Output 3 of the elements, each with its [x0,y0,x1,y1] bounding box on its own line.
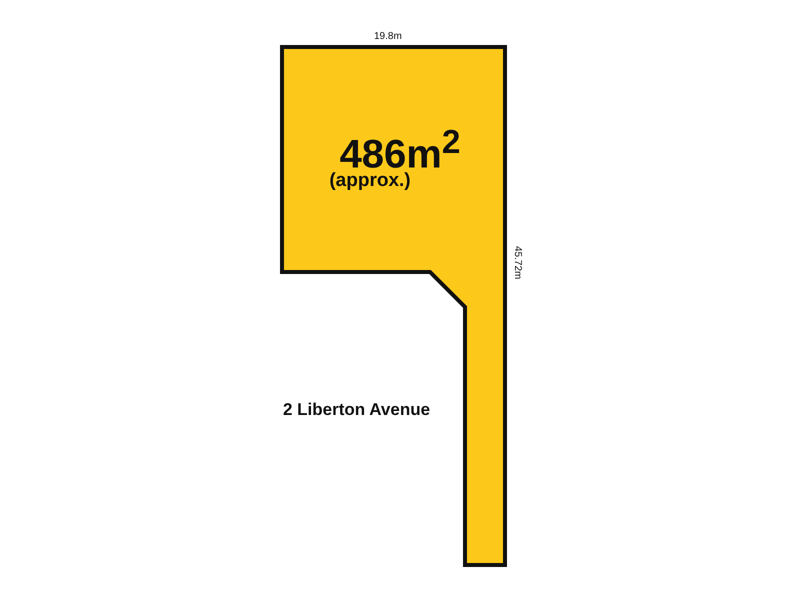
dimension-label: 19.8m [374,31,402,43]
dimension-label: 45.72m [511,246,523,280]
street-address: 2 Liberton Avenue [283,400,430,420]
